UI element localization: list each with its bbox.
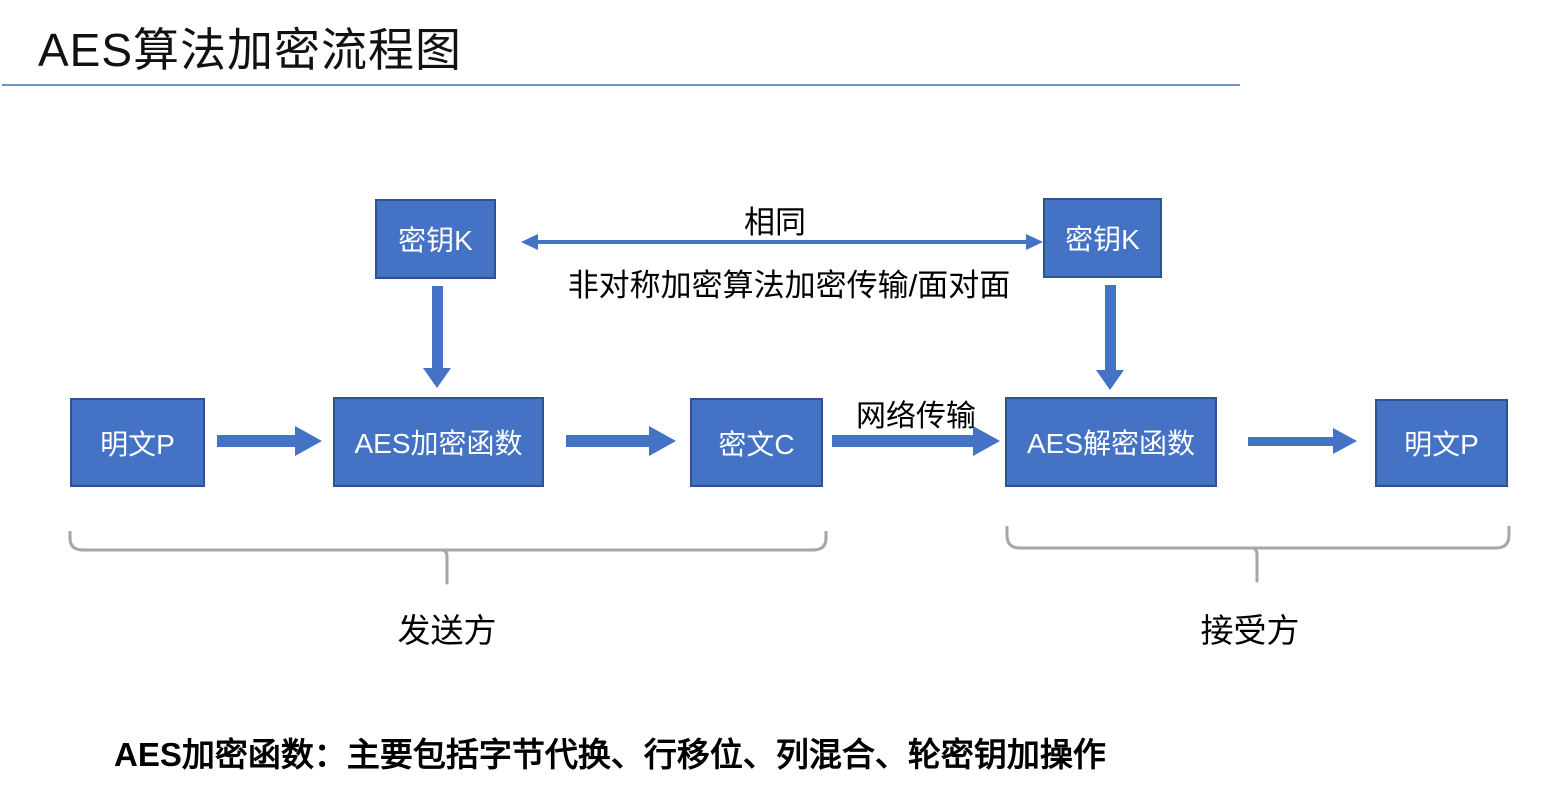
page-title: AES算法加密流程图 (38, 24, 463, 76)
network-transfer-label: 网络传输 (856, 400, 976, 433)
arrow-cipher-to-decrypt (832, 426, 1000, 456)
same-key-label: 相同 (744, 205, 806, 240)
arrow-key-to-decrypt (1096, 285, 1124, 390)
plaintext-box-receiver: 明文P (1375, 399, 1508, 487)
footnote-text: AES加密函数：主要包括字节代换、行移位、列混合、轮密钥加操作 (114, 736, 1106, 773)
plaintext-box-sender: 明文P (70, 398, 205, 487)
double-arrow-keys-same (520, 232, 1044, 252)
title-divider-line (2, 84, 1240, 86)
key-box-receiver: 密钥K (1043, 198, 1162, 278)
ciphertext-box: 密文C (690, 398, 823, 487)
arrow-plain-to-encrypt (217, 426, 322, 456)
arrow-encrypt-to-cipher (566, 426, 676, 456)
aes-encrypt-box: AES加密函数 (333, 397, 544, 487)
aes-decrypt-box: AES解密函数 (1005, 397, 1217, 487)
receiver-brace (1005, 526, 1511, 584)
sender-label: 发送方 (397, 612, 497, 649)
arrow-decrypt-to-plain (1248, 428, 1357, 454)
receiver-label: 接受方 (1200, 612, 1300, 649)
key-box-sender: 密钥K (375, 199, 496, 279)
asym-transfer-label: 非对称加密算法加密传输/面对面 (567, 268, 1011, 303)
sender-brace (68, 531, 828, 587)
arrow-key-to-encrypt (423, 286, 451, 388)
